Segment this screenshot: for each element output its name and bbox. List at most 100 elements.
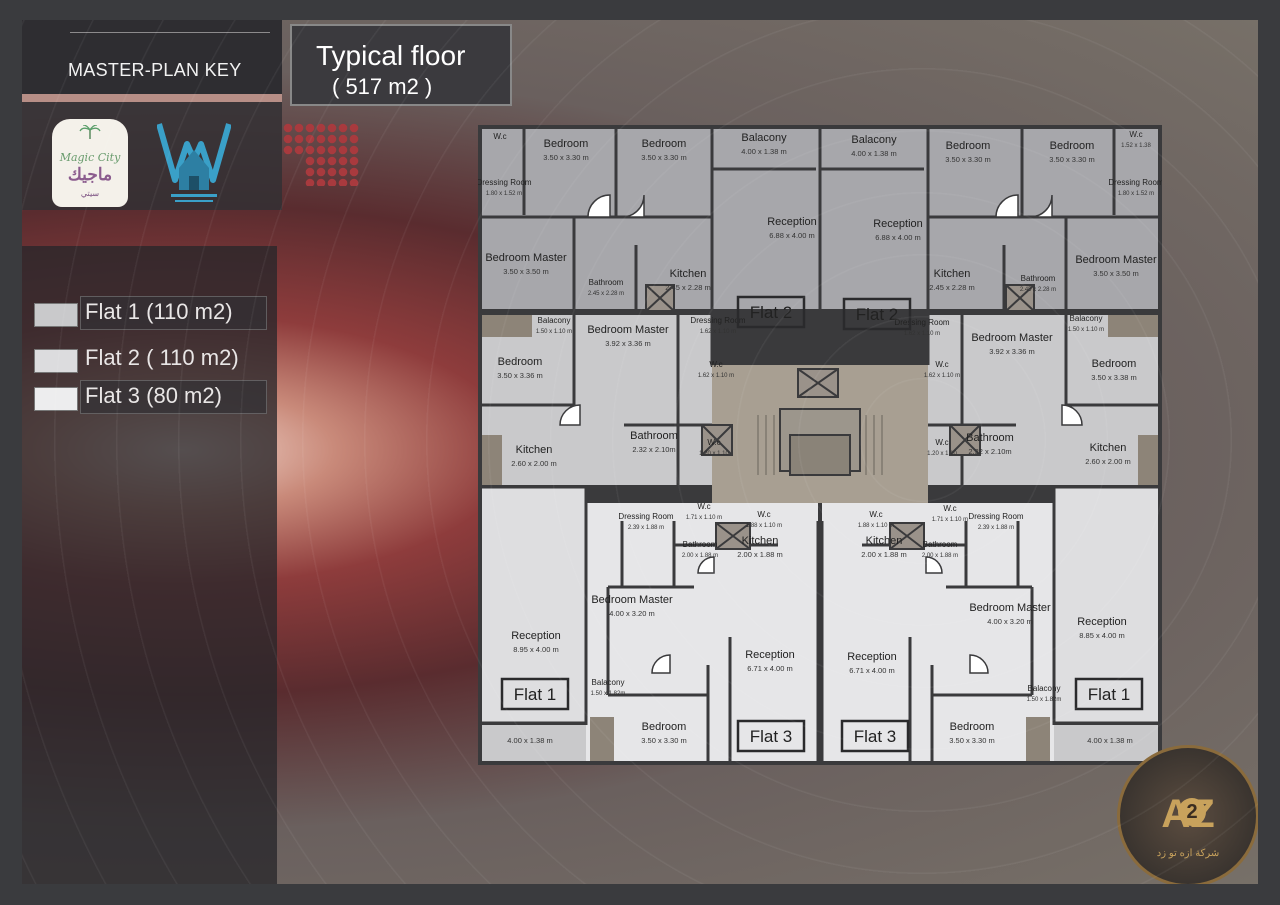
- room-name: Bathroom: [1021, 274, 1056, 283]
- plan-area: ( 517 m2 ): [332, 74, 433, 99]
- room-name: W.c: [935, 438, 948, 447]
- decor-dot: [327, 178, 337, 186]
- room-dimension: 3.50 x 3.30 m: [1049, 155, 1094, 164]
- balcony-strip: [1026, 717, 1050, 761]
- room-dimension: 4.00 x 1.38 m: [507, 736, 552, 745]
- room-name: Dressing Room: [690, 316, 745, 325]
- decor-dot: [349, 156, 359, 166]
- flat-label: Flat 1: [500, 677, 570, 711]
- flat-label-text: Flat 3: [750, 727, 793, 746]
- balcony-strip: [482, 435, 502, 485]
- room-dimension: 2.39 x 1.88 m: [978, 525, 1014, 531]
- staircase: [757, 408, 883, 476]
- decor-dot: [294, 145, 304, 155]
- room-name: Balacony: [851, 134, 897, 146]
- decor-dot: [349, 134, 359, 144]
- room-name: W.c: [1129, 130, 1142, 139]
- room-dimension: 2.00 x 1.88 m: [922, 553, 958, 559]
- room-name: Dressing Room: [968, 512, 1023, 521]
- legend-label: Flat 1 (110 m2): [85, 299, 233, 324]
- room-dimension: 1.80 x 1.52 m: [486, 191, 522, 197]
- decor-dot: [316, 156, 326, 166]
- room-label: W.c1.20 x 1.10: [699, 438, 729, 457]
- room-name: Bathroom: [966, 432, 1014, 444]
- room-name: Kitchen: [670, 268, 707, 280]
- decor-dot: [305, 156, 315, 166]
- room-name: Bedroom Master: [485, 252, 567, 264]
- room-label: 4.00 x 1.38 m: [1087, 736, 1132, 745]
- flat-label-box: [840, 719, 910, 753]
- decor-dot: [338, 178, 348, 186]
- flat-1-upper-left: [482, 315, 712, 485]
- decor-dot: [316, 145, 326, 155]
- room-name: W.c: [935, 360, 948, 369]
- legend-swatch: [34, 387, 78, 411]
- room-name: Balacony: [538, 316, 571, 325]
- room-label: W.c1.88 x 1.10 m: [746, 510, 782, 529]
- legend-panel: [22, 246, 277, 884]
- decor-dot: [316, 178, 326, 186]
- room-label: W.c1.62 x 1.10 m: [698, 360, 734, 379]
- room-label: W.c1.71 x 1.10 m: [686, 502, 722, 521]
- room-dimension: 4.00 x 3.20 m: [609, 609, 654, 618]
- flat-label: Flat 3: [736, 719, 806, 753]
- room-dimension: 2.60 x 2.00 m: [1085, 457, 1130, 466]
- balcony-bottom-right: [1054, 725, 1158, 761]
- room-dimension: 1.62 x 1.10 m: [924, 373, 960, 379]
- flat-label-box: [736, 295, 806, 329]
- room-name: Bedroom: [950, 721, 995, 733]
- room-name: Dressing Room: [1108, 178, 1162, 187]
- decor-dot: [305, 123, 315, 133]
- room-dimension: 3.50 x 3.30 m: [949, 736, 994, 745]
- decor-dot: [316, 123, 326, 133]
- room-name: Kitchen: [934, 268, 971, 280]
- flat-1-reception-right: [1054, 487, 1158, 723]
- room-name: Bedroom: [1092, 358, 1137, 370]
- plan-title: Typical floor: [316, 40, 466, 71]
- room-name: Bedroom: [946, 140, 991, 152]
- decor-dot: [283, 134, 293, 144]
- legend-label: Flat 2 ( 110 m2): [85, 345, 239, 370]
- decor-dot: [327, 156, 337, 166]
- decorative-dots: [283, 123, 359, 186]
- room-name: Bedroom Master: [969, 602, 1051, 614]
- room-name: Dressing Room: [618, 512, 673, 521]
- room-name: W.c: [869, 510, 882, 519]
- decor-dot: [349, 123, 359, 133]
- balcony-strip: [482, 315, 532, 337]
- room-dimension: 1.50 x 1.82m: [1027, 697, 1062, 703]
- room-label: W.c 1.62 x 1.10 m: [924, 360, 960, 379]
- decor-dot: [294, 123, 304, 133]
- room-name: Reception: [511, 630, 561, 642]
- room-label: W.c1.88 x 1.10 m: [858, 510, 894, 529]
- legend-label: Flat 3 (80 m2): [85, 383, 222, 408]
- balcony-strip: [1108, 315, 1158, 337]
- room-name: Bedroom: [1050, 140, 1095, 152]
- room-label: Bedroom 3.50 x 3.30 m: [1049, 140, 1094, 164]
- decor-dot: [305, 167, 315, 177]
- room-dimension: 2.45 x 2.28 m: [588, 291, 624, 297]
- balcony-strip: [590, 717, 614, 761]
- room-dimension: 3.92 x 3.36 m: [989, 347, 1034, 356]
- decor-dot: [338, 167, 348, 177]
- room-name: Balacony: [592, 678, 625, 687]
- magic-city-en: Magic City: [59, 151, 121, 164]
- palm-icon: [79, 125, 101, 139]
- flat-label: Flat 3: [840, 719, 910, 753]
